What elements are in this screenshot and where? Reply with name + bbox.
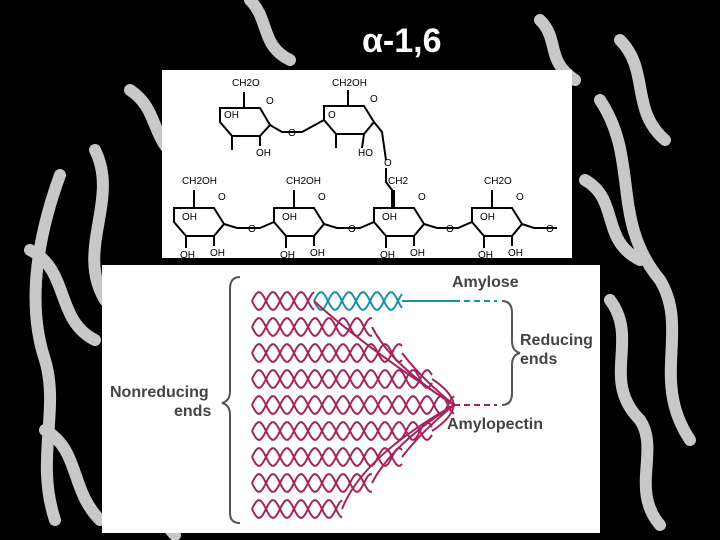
amylopectin-helix	[251, 421, 433, 441]
glycosidic-bond	[521, 223, 557, 229]
amylopectin-branch	[431, 378, 455, 406]
svg-text:O: O	[218, 192, 226, 203]
reducing-ends-label-line1: Reducing	[520, 332, 593, 349]
nonreducing-ends-label-line2: ends	[174, 403, 211, 420]
amylopectin-structure-formula: CH2O O OH O OH CH2OH O O HO O CH2OH O OH…	[162, 70, 572, 258]
ribbon-strand	[614, 34, 671, 146]
svg-text:OH: OH	[410, 248, 425, 258]
glycosidic-bond	[323, 221, 375, 229]
svg-text:HO: HO	[358, 148, 373, 159]
ribbon-strand	[29, 169, 66, 526]
ribbon-strand	[244, 0, 296, 66]
amylopectin-helix	[251, 395, 455, 415]
svg-text:CH2OH: CH2OH	[332, 78, 367, 89]
ribbon-strand	[579, 174, 646, 266]
nonreducing-ends-label-line1: Nonreducing	[110, 384, 209, 401]
svg-text:OH: OH	[478, 250, 493, 258]
amylopectin-helix	[251, 473, 372, 493]
glycosidic-bond	[223, 221, 275, 229]
glycosidic-bond	[373, 121, 387, 161]
amylopectin-label: Amylopectin	[447, 416, 543, 433]
amylopectin-helix	[251, 291, 315, 311]
svg-text:O: O	[328, 110, 336, 121]
svg-text:O: O	[288, 128, 296, 139]
ribbon-strand	[24, 244, 101, 346]
amylose-helix	[313, 291, 403, 311]
svg-text:OH: OH	[310, 248, 325, 258]
amylose-amylopectin-diagram: Amylose Reducing ends Nonreducing ends A…	[102, 265, 600, 533]
amylose-helix	[313, 291, 403, 311]
helix-strands	[251, 291, 455, 519]
svg-text:O: O	[418, 192, 426, 203]
svg-text:OH: OH	[210, 248, 225, 258]
amylose-label: Amylose	[452, 274, 519, 291]
reducing-ends-label-line2: ends	[520, 351, 557, 368]
svg-text:O: O	[348, 224, 356, 235]
amylopectin-helix	[251, 447, 403, 467]
amylopectin-helix	[251, 499, 343, 519]
svg-text:OH: OH	[382, 212, 397, 223]
amylopectin-helix	[251, 499, 343, 519]
svg-text:O: O	[370, 94, 378, 105]
svg-text:CH2OH: CH2OH	[286, 176, 321, 187]
amylopectin-helix	[251, 369, 433, 389]
svg-text:CH2OH: CH2OH	[182, 176, 217, 187]
amylopectin-branch	[341, 404, 455, 510]
svg-text:OH: OH	[508, 248, 523, 258]
ribbon-strand	[604, 294, 666, 531]
svg-text:O: O	[318, 192, 326, 203]
amylopectin-branch	[313, 300, 455, 406]
svg-text:OH: OH	[182, 212, 197, 223]
svg-text:O: O	[248, 224, 256, 235]
svg-text:CH2: CH2	[388, 176, 408, 187]
glycosidic-bond	[269, 119, 325, 133]
svg-text:O: O	[446, 224, 454, 235]
branch-bond	[385, 168, 393, 208]
nonreducing-bracket	[221, 276, 241, 524]
ribbon-strand	[39, 424, 106, 526]
svg-text:OH: OH	[180, 250, 195, 258]
amylopectin-helix	[251, 473, 372, 493]
slide-title: α-1,6	[362, 22, 442, 60]
svg-text:O: O	[516, 192, 524, 203]
svg-text:OH: OH	[256, 148, 271, 159]
ribbon-strand	[88, 144, 111, 306]
reducing-bracket	[501, 300, 521, 406]
svg-text:O: O	[384, 158, 392, 169]
amylopectin-branch	[431, 404, 455, 432]
ribbon-strand	[594, 94, 696, 446]
svg-text:O: O	[266, 96, 274, 107]
svg-text:OH: OH	[280, 250, 295, 258]
amylopectin-helix	[251, 317, 372, 337]
amylopectin-helix	[251, 343, 403, 363]
svg-text:OH: OH	[380, 250, 395, 258]
glycosidic-bond	[423, 221, 473, 229]
svg-text:OH: OH	[480, 212, 495, 223]
amylopectin-helix	[251, 317, 372, 337]
svg-text:OH: OH	[224, 110, 239, 121]
svg-text:CH2O: CH2O	[484, 176, 512, 187]
svg-text:OH: OH	[282, 212, 297, 223]
svg-text:O: O	[546, 224, 554, 235]
amylopectin-helix	[251, 291, 315, 311]
amylopectin-helix	[251, 369, 433, 389]
svg-text:CH2O: CH2O	[232, 78, 260, 89]
